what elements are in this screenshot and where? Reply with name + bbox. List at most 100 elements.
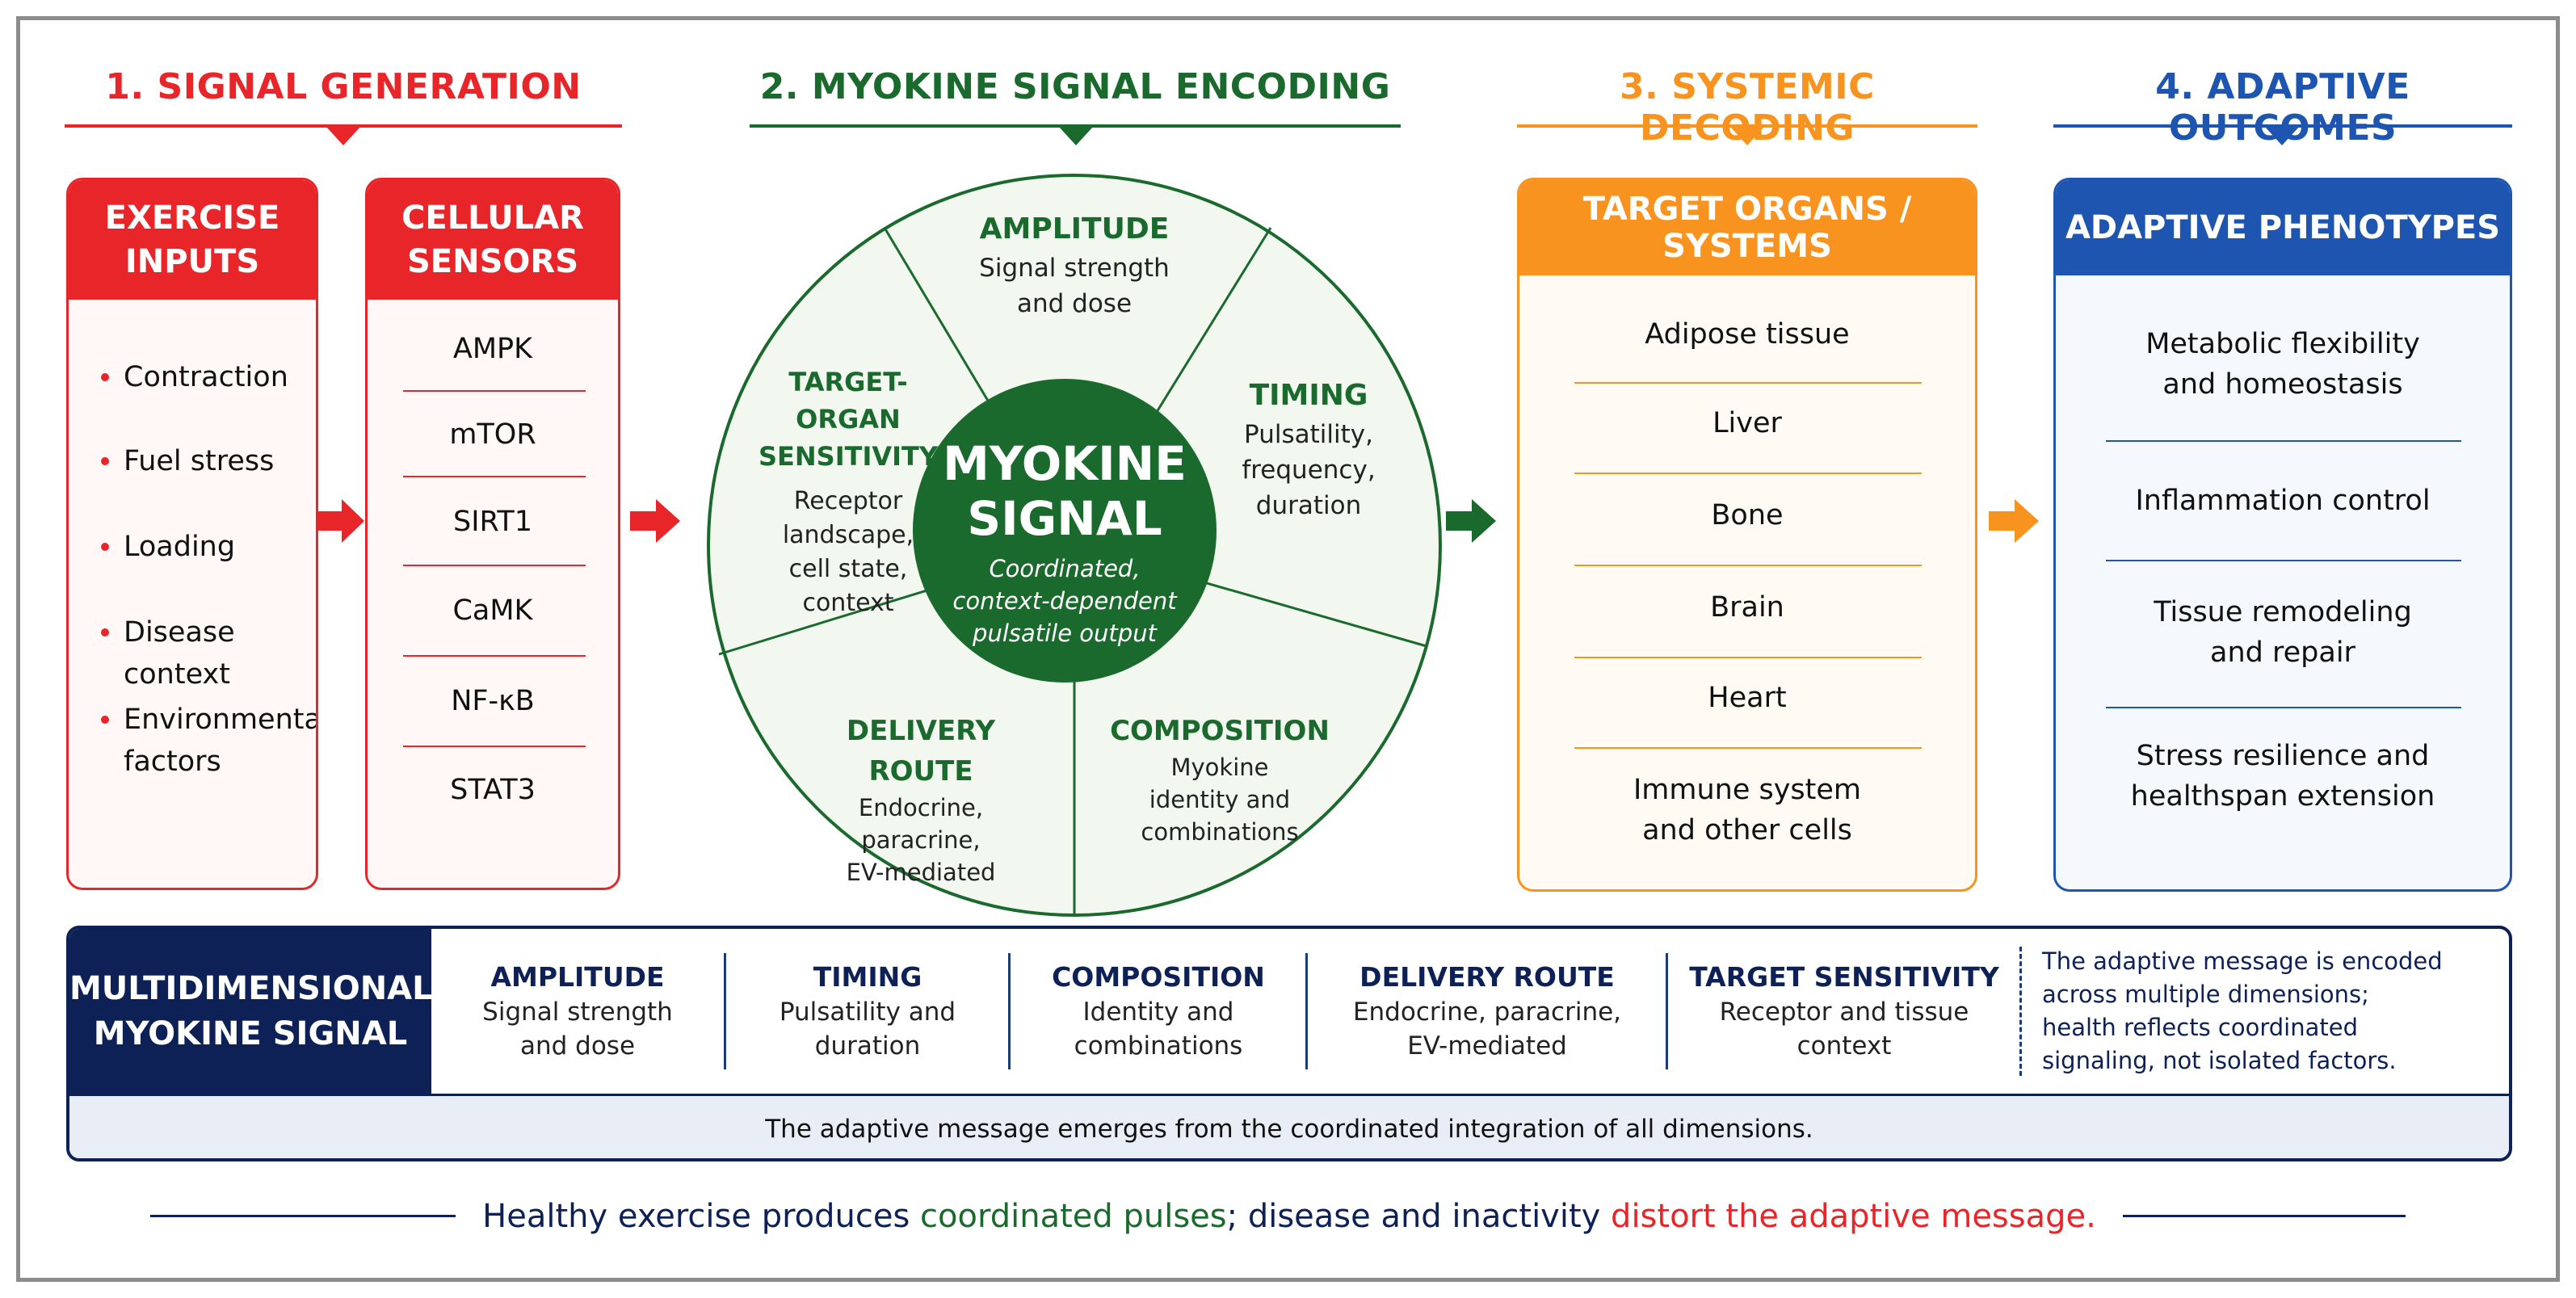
- section-title-myokine-encoding: 2. MYOKINE SIGNAL ENCODING: [759, 66, 1391, 107]
- dimension-amplitude: AMPLITUDE Signal strength and dose: [482, 961, 673, 1061]
- organ-brain: Brain: [1710, 591, 1784, 624]
- exercise-inputs-title-line-1: EXERCISE: [104, 200, 280, 237]
- segment-sensitivity-line-3: cell state,: [788, 555, 908, 583]
- sensor-divider: [403, 476, 586, 477]
- segment-sensitivity-line-4: context: [802, 589, 894, 617]
- cellular-sensors-header: CELLULAR SENSORS: [368, 180, 618, 300]
- input-item-environmental-factors: Environmental factors: [101, 699, 316, 783]
- segment-delivery-line-2: paracrine,: [861, 826, 981, 854]
- segment-timing-title: TIMING: [1249, 379, 1368, 412]
- arrow-wheel-to-organs: [1446, 499, 1496, 543]
- dimension-separator: [1305, 953, 1308, 1069]
- organ-heart: Heart: [1708, 682, 1787, 714]
- dimension-dashed-separator: [2019, 947, 2022, 1076]
- adaptive-phenotypes-panel: ADAPTIVE PHENOTYPES Metabolic flexibilit…: [2053, 178, 2512, 892]
- multidim-label-line-1: MULTIDIMENSIONAL: [69, 970, 433, 1007]
- cellular-sensors-title-line-2: SENSORS: [406, 243, 579, 280]
- dimensions-row: AMPLITUDE Signal strength and dose TIMIN…: [431, 929, 2509, 1094]
- arrow-inputs-to-sensors: [317, 499, 364, 543]
- segment-sensitivity-title-line-2: SENSITIVITY: [758, 441, 939, 472]
- sensor-mtor: mTOR: [449, 418, 536, 451]
- cellular-sensors-title-line-1: CELLULAR: [401, 200, 584, 237]
- organ-divider: [1574, 565, 1922, 566]
- section-pointer-2: [1058, 126, 1094, 145]
- segment-composition-line-1: Myokine: [1170, 754, 1269, 781]
- dimension-target-sensitivity: TARGET SENSITIVITY Receptor and tissue c…: [1689, 961, 1999, 1061]
- segment-sensitivity-line-2: landscape,: [782, 521, 914, 549]
- phenotype-metabolic-flexibility: Metabolic flexibility and homeostasis: [2145, 328, 2420, 401]
- organ-adipose: Adipose tissue: [1645, 318, 1850, 351]
- core-sub-line-3: pulsatile output: [973, 620, 1157, 647]
- organ-divider: [1574, 473, 1922, 474]
- organ-immune-system: Immune system and other cells: [1633, 774, 1862, 846]
- segment-sensitivity-title-line-1: TARGET-ORGAN: [788, 367, 908, 435]
- multidim-note: The adaptive message is encoded across m…: [2042, 947, 2443, 1074]
- adaptive-phenotypes-header: ADAPTIVE PHENOTYPES: [2056, 180, 2510, 275]
- segment-delivery-route: DELIVERY ROUTE Endocrine, paracrine, EV-…: [792, 711, 1050, 888]
- sensor-divider: [403, 655, 586, 657]
- takeaway-part-2: coordinated pulses: [920, 1198, 1227, 1235]
- multidim-footer: The adaptive message emerges from the co…: [69, 1094, 2509, 1158]
- segment-target-sensitivity: TARGET-ORGAN SENSITIVITY Receptor landsc…: [743, 363, 953, 620]
- segment-composition-line-2: identity and: [1149, 786, 1291, 813]
- takeaway-part-4: distort the adaptive message.: [1611, 1198, 2096, 1235]
- phenotype-divider: [2106, 440, 2461, 442]
- dimension-separator: [1666, 953, 1668, 1069]
- arrow-sensors-to-wheel: [630, 499, 680, 543]
- sensor-divider: [403, 390, 586, 392]
- phenotype-divider: [2106, 707, 2461, 708]
- sensor-divider: [403, 565, 586, 566]
- myokine-signal-core: [913, 379, 1217, 683]
- phenotype-divider: [2106, 560, 2461, 561]
- segment-delivery-line-3: EV-mediated: [846, 859, 996, 886]
- core-sub-line-1: Coordinated,: [989, 555, 1141, 582]
- section-title-signal-generation: 1. SIGNAL GENERATION: [105, 66, 582, 107]
- segment-amplitude: AMPLITUDE Signal strength and dose: [929, 208, 1220, 321]
- arrow-organs-to-phenotypes: [1989, 499, 2039, 543]
- multidimensional-signal-strip: MULTIDIMENSIONAL MYOKINE SIGNAL AMPLITUD…: [66, 926, 2512, 1161]
- input-item-disease-context: Disease context: [101, 611, 316, 695]
- section-pointer-4: [2264, 126, 2300, 145]
- organ-liver: Liver: [1712, 407, 1782, 439]
- target-organs-panel: TARGET ORGANS / SYSTEMS Adipose tissue L…: [1517, 178, 1977, 892]
- segment-sensitivity-line-1: Receptor: [793, 487, 903, 515]
- organ-bone: Bone: [1711, 499, 1784, 531]
- core-sub-line-2: context-dependent: [952, 587, 1177, 615]
- segment-delivery-title: DELIVERY ROUTE: [846, 715, 996, 788]
- segment-timing: TIMING Pulsatility, frequency, duration: [1212, 375, 1406, 523]
- takeaway-rule-right: [2123, 1215, 2406, 1217]
- segment-timing-line-3: duration: [1255, 491, 1362, 520]
- sensor-camk: CaMK: [452, 594, 533, 627]
- section-pointer-3: [1729, 126, 1765, 145]
- myokine-core-text: MYOKINE SIGNAL Coordinated, context-depe…: [919, 436, 1210, 649]
- multidim-label-line-2: MYOKINE SIGNAL: [93, 1015, 408, 1052]
- takeaway-rule-left: [150, 1215, 456, 1217]
- organ-divider: [1574, 382, 1922, 384]
- segment-amplitude-line-2: and dose: [1016, 289, 1133, 318]
- exercise-inputs-panel: EXERCISE INPUTS Contraction Fuel stress …: [66, 178, 318, 890]
- core-title-line-1: MYOKINE: [943, 436, 1187, 491]
- segment-amplitude-line-1: Signal strength: [979, 254, 1170, 283]
- segment-composition: COMPOSITION Myokine identity and combina…: [1099, 711, 1341, 848]
- segment-timing-line-1: Pulsatility,: [1244, 420, 1373, 449]
- organ-divider: [1574, 657, 1922, 658]
- phenotype-inflammation-control: Inflammation control: [2135, 485, 2431, 517]
- section-pointer-1: [326, 126, 361, 145]
- exercise-inputs-header: EXERCISE INPUTS: [69, 180, 316, 300]
- dimension-timing: TIMING Pulsatility and duration: [779, 961, 956, 1061]
- multidim-footer-text: The adaptive message emerges from the co…: [765, 1114, 1813, 1144]
- target-organs-header: TARGET ORGANS / SYSTEMS: [1519, 180, 1975, 275]
- multidim-label-box: MULTIDIMENSIONAL MYOKINE SIGNAL: [69, 929, 433, 1094]
- dimension-separator: [1008, 953, 1011, 1069]
- phenotype-tissue-remodeling: Tissue remodeling and repair: [2154, 596, 2412, 669]
- input-item-loading: Loading: [101, 526, 303, 568]
- segment-composition-line-3: combinations: [1141, 818, 1299, 846]
- organ-divider: [1574, 747, 1922, 749]
- core-title-line-2: SIGNAL: [967, 491, 1162, 546]
- sensor-nfkb: NF-κB: [451, 685, 535, 717]
- segment-timing-line-2: frequency,: [1242, 456, 1376, 485]
- input-item-fuel-stress: Fuel stress: [101, 440, 303, 482]
- input-item-contraction: Contraction: [101, 356, 303, 398]
- dimension-composition: COMPOSITION Identity and combinations: [1052, 961, 1265, 1061]
- segment-composition-title: COMPOSITION: [1110, 715, 1330, 747]
